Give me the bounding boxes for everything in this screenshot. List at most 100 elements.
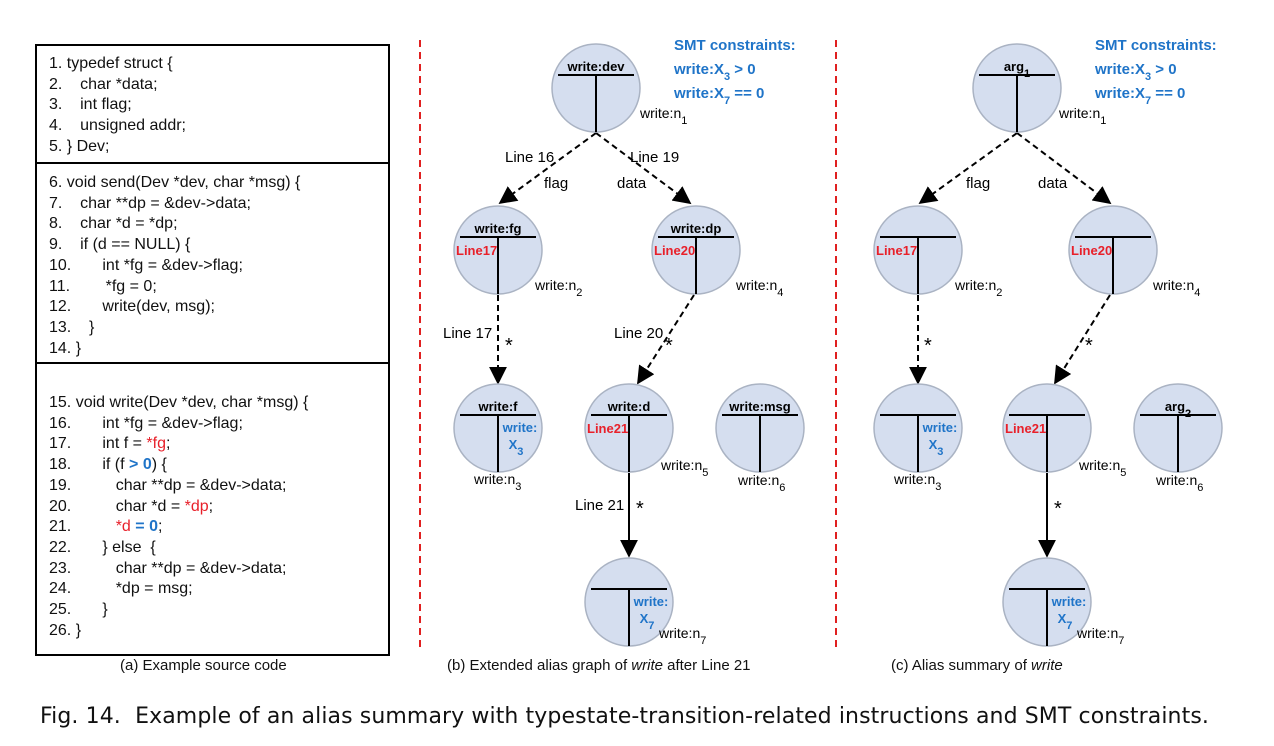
code-token: 16. int *fg = &dev->flag; [49, 414, 243, 432]
graph-node: Line20 write:n4 [1068, 205, 1200, 299]
label-text: write:n [1152, 277, 1194, 293]
code-line: 17. int f = *fg; [49, 434, 170, 454]
label-text: write:dp [670, 221, 722, 236]
edge-label: Line 16 [505, 149, 554, 166]
edge-label: flag [966, 175, 990, 192]
label-text: write:n [893, 471, 935, 487]
code-line: 15. void write(Dev *dev, char *msg) { [49, 393, 308, 413]
edge-label: flag [544, 175, 568, 192]
label-text: write:n [1078, 457, 1120, 473]
label-text: write:n [660, 457, 702, 473]
edge-label: data [617, 175, 647, 192]
caption-b: (b) Extended alias graph of write after … [447, 657, 751, 674]
label-subscript: 7 [1118, 635, 1124, 647]
code-line: 21. *d = 0; [49, 517, 162, 537]
code-token: 23. char **dp = &dev->data; [49, 559, 287, 577]
smt-text: == 0 [730, 85, 764, 102]
edge-label: Line 20 [614, 325, 663, 342]
node-symbol: X3 [509, 437, 524, 458]
code-token: 20. char *d = [49, 497, 185, 515]
label-text: X [929, 437, 938, 452]
code-line: 8. char *d = *dp; [49, 214, 178, 234]
code-token: 10. int *fg = &dev->flag; [49, 256, 243, 274]
code-token: 4. unsigned addr; [49, 117, 186, 135]
node-line-label: Line21 [1005, 421, 1046, 436]
code-token: 8. char *d = *dp; [49, 215, 178, 233]
node-symbol-label: write: [922, 420, 958, 435]
label-subscript: 4 [1194, 287, 1200, 299]
code-token: 9. if (d == NULL) { [49, 236, 191, 254]
smt-title: SMT constraints: [1095, 37, 1217, 54]
label-text: X [509, 437, 518, 452]
code-line: 19. char **dp = &dev->data; [49, 476, 286, 496]
dashed-edge [918, 132, 1018, 205]
node-name: write:n2 [534, 277, 582, 299]
edge-label: * [665, 335, 673, 357]
label-text: X [1058, 611, 1067, 626]
code-token: 17. int f = [49, 435, 147, 453]
smt-subscript: 3 [1145, 71, 1151, 83]
label-text: write:fg [474, 221, 522, 236]
label-text: write:n [954, 277, 996, 293]
label-subscript: 1 [1100, 115, 1106, 127]
label-text: arg [1004, 59, 1024, 74]
code-token: 3. int flag; [49, 96, 132, 114]
code-line: 5. } Dev; [49, 137, 109, 157]
label-subscript: 5 [702, 467, 708, 479]
label-text: write:n [639, 105, 681, 121]
label-text: write:n [737, 472, 779, 488]
label-subscript: 7 [648, 620, 654, 632]
code-block-send [35, 162, 390, 366]
node-symbol: X7 [640, 611, 655, 632]
node-symbol: X3 [929, 437, 944, 458]
smt-text: write:X [1094, 61, 1145, 78]
code-token: 22. } else { [49, 538, 156, 556]
node-line-label: Line20 [1071, 243, 1112, 258]
code-token: 25. } [49, 601, 108, 618]
smt-text: write:X [673, 61, 724, 78]
code-token: 18. if (f [49, 456, 130, 474]
code-token: *d [115, 518, 131, 536]
smt-text: > 0 [1151, 61, 1176, 78]
code-line: 22. } else { [49, 538, 156, 558]
code-block-write [35, 362, 390, 656]
label-text: write:n [473, 471, 515, 487]
label-text: write:n [1076, 625, 1118, 641]
code-token: ; [165, 435, 171, 453]
label-subscript: 1 [1024, 68, 1030, 80]
edge-label: * [636, 498, 644, 520]
smt-text: write:X [1094, 85, 1145, 102]
code-line: 1. typedef struct { [49, 54, 173, 74]
dashed-edge [1016, 132, 1112, 205]
edge-label: * [505, 335, 513, 357]
node-line-label: Line17 [876, 243, 917, 258]
edge-label: * [924, 335, 932, 357]
smt-subscript: 7 [724, 95, 730, 107]
node-symbol-label: write: [1051, 594, 1087, 609]
code-line: 14. } [49, 339, 81, 359]
smt-subscript: 7 [1145, 95, 1151, 107]
code-line: 24. *dp = msg; [49, 579, 193, 599]
code-token: ; [208, 497, 214, 515]
node-name: write:n7 [1076, 625, 1124, 647]
smt-text: write:X [673, 85, 724, 102]
caption-a: (a) Example source code [120, 657, 287, 674]
node-variable: write:dev [566, 59, 625, 74]
code-token: 14. } [49, 339, 82, 357]
code-line: 9. if (d == NULL) { [49, 235, 190, 255]
code-line: 12. write(dev, msg); [49, 297, 215, 317]
label-subscript: 7 [1066, 620, 1072, 632]
node-name: write:n6 [737, 472, 785, 494]
source-code-panel: 1. typedef struct {2. char *data;3. int … [35, 44, 390, 656]
dashed-edge [498, 132, 597, 205]
